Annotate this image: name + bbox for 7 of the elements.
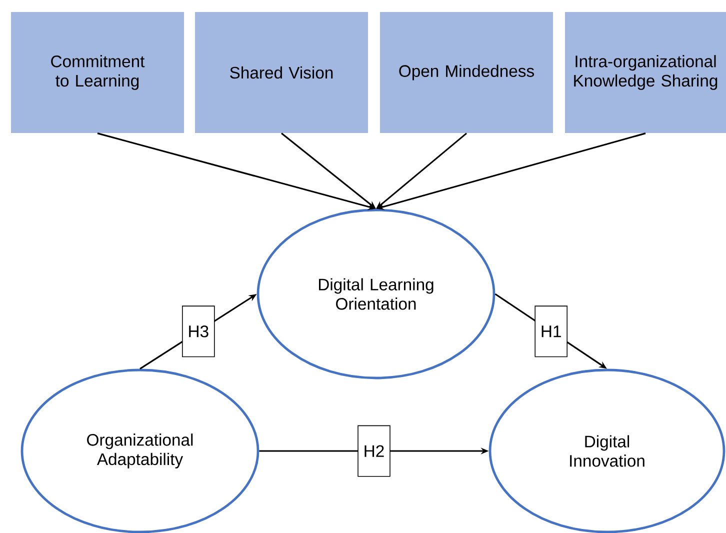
- edge-label: H2: [358, 425, 390, 477]
- edge-label: H1: [534, 306, 568, 358]
- concept-box: Intra-organizational Knowledge Sharing: [564, 12, 726, 134]
- edge-label: H3: [182, 306, 215, 358]
- concept-box: Open Mindedness: [380, 12, 554, 134]
- concept-box: Commitment to Learning: [10, 12, 184, 134]
- concept-box: Shared Vision: [194, 12, 368, 134]
